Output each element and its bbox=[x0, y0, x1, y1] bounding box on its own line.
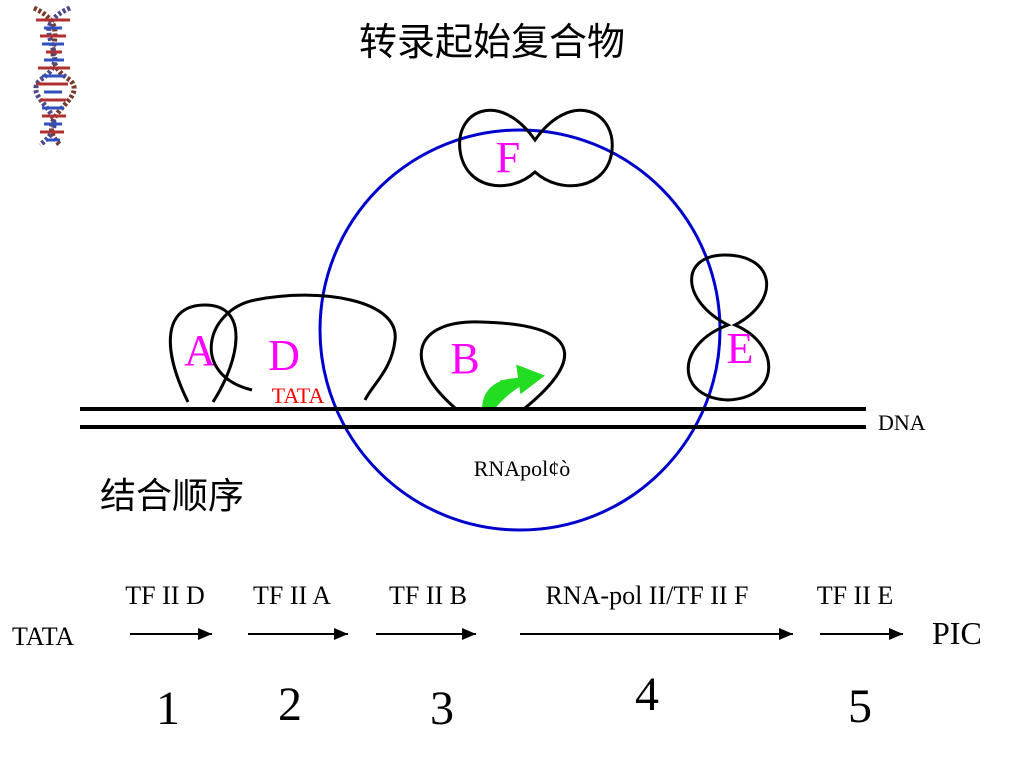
step-1-label: TF II D bbox=[125, 581, 204, 610]
rnapol-label: RNApol¢ò bbox=[474, 456, 571, 481]
step-1: TF II D 1 bbox=[125, 581, 212, 735]
step-5: TF II E 5 bbox=[817, 581, 903, 733]
factor-f-label: F bbox=[496, 133, 520, 182]
slide-title: 转录起始复合物 bbox=[359, 20, 625, 64]
step-2-label: TF II A bbox=[253, 581, 331, 610]
step-5-number: 5 bbox=[848, 680, 872, 733]
factor-e-label: E bbox=[727, 324, 754, 373]
step-5-label: TF II E bbox=[817, 581, 894, 610]
sequence-start-tata: TATA bbox=[12, 622, 74, 651]
factor-f-shape bbox=[458, 109, 614, 188]
factor-a-shape bbox=[168, 303, 238, 403]
step-3-label: TF II B bbox=[389, 581, 467, 610]
factor-b-label: B bbox=[450, 334, 479, 383]
step-3-number: 3 bbox=[430, 682, 454, 735]
step-4-number: 4 bbox=[635, 668, 659, 721]
step-1-number: 1 bbox=[156, 682, 180, 735]
factor-d-shape bbox=[209, 293, 397, 401]
dna-label: DNA bbox=[878, 410, 926, 435]
tata-box-label: TATA bbox=[272, 383, 325, 408]
sequence-end-pic: PIC bbox=[932, 615, 982, 651]
factor-d-label: D bbox=[268, 331, 300, 380]
step-3: TF II B 3 bbox=[376, 581, 476, 735]
step-2-number: 2 bbox=[278, 678, 302, 731]
step-4: RNA-pol II/TF II F 4 bbox=[520, 581, 793, 721]
dna-helix-icon bbox=[32, 5, 77, 147]
factor-e-shape bbox=[686, 253, 771, 402]
transcription-start-arrow bbox=[482, 364, 545, 410]
step-2: TF II A 2 bbox=[248, 581, 348, 731]
step-4-label: RNA-pol II/TF II F bbox=[546, 581, 749, 610]
order-heading: 结合顺序 bbox=[100, 476, 244, 517]
factor-b-shape bbox=[419, 320, 567, 410]
